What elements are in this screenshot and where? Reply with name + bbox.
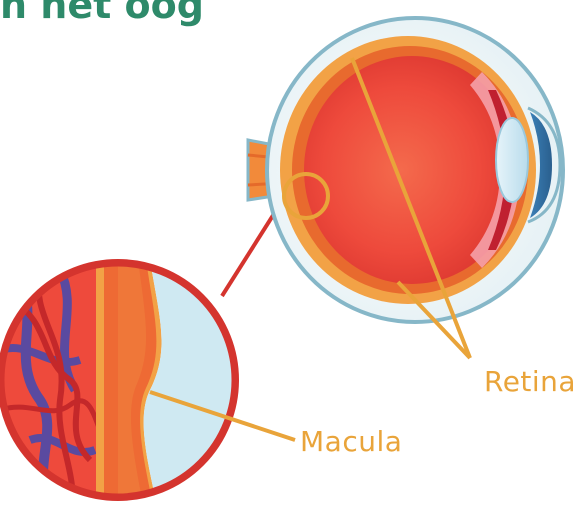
eyeball — [248, 18, 563, 322]
macula-label: Macula — [300, 428, 402, 456]
macula-magnifier — [0, 260, 240, 520]
retina-label: Retina — [484, 368, 576, 396]
